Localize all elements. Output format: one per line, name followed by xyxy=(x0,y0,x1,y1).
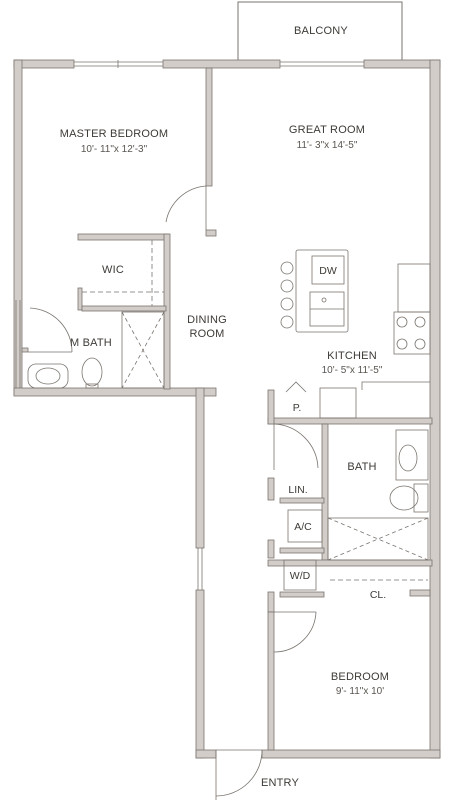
kitchen-dims: 10'- 5"x 11'-5" xyxy=(322,365,383,376)
exterior-walls xyxy=(13,59,441,759)
windows xyxy=(15,60,364,590)
m-bath-label: M BATH xyxy=(70,337,112,349)
bath-fixtures xyxy=(27,240,429,591)
master-bedroom-dims: 10'- 11"x 12'-3" xyxy=(81,144,148,155)
pantry-label: P. xyxy=(293,402,302,414)
balcony-label: BALCONY xyxy=(294,25,348,37)
dw-label: DW xyxy=(319,265,337,277)
great-room-label: GREAT ROOM xyxy=(289,124,365,136)
kitchen-label: KITCHEN xyxy=(327,350,377,362)
wic-label: WIC xyxy=(102,264,124,276)
wd-label: W/D xyxy=(290,570,311,582)
interior-walls xyxy=(21,67,433,751)
doors xyxy=(28,185,319,800)
master-bedroom-label: MASTER BEDROOM xyxy=(60,128,169,140)
bedroom-dims: 9'- 11"x 10' xyxy=(336,686,384,697)
linen-label: LIN. xyxy=(288,484,307,496)
room-labels: BALCONY MASTER BEDROOM 10'- 11"x 12'-3" … xyxy=(60,25,389,789)
kitchen-fixtures xyxy=(280,249,431,419)
bedroom-label: BEDROOM xyxy=(331,671,389,683)
dining-room-label-line1: DINING xyxy=(187,314,227,326)
entry-label: ENTRY xyxy=(261,777,300,789)
closet-label: CL. xyxy=(370,589,386,601)
great-room-dims: 11'- 3"x 14'-5" xyxy=(297,140,358,151)
dining-room-label-line2: ROOM xyxy=(189,328,224,340)
balcony-outline xyxy=(237,1,403,60)
bath-label: BATH xyxy=(347,461,376,473)
ac-label: A/C xyxy=(294,521,312,533)
